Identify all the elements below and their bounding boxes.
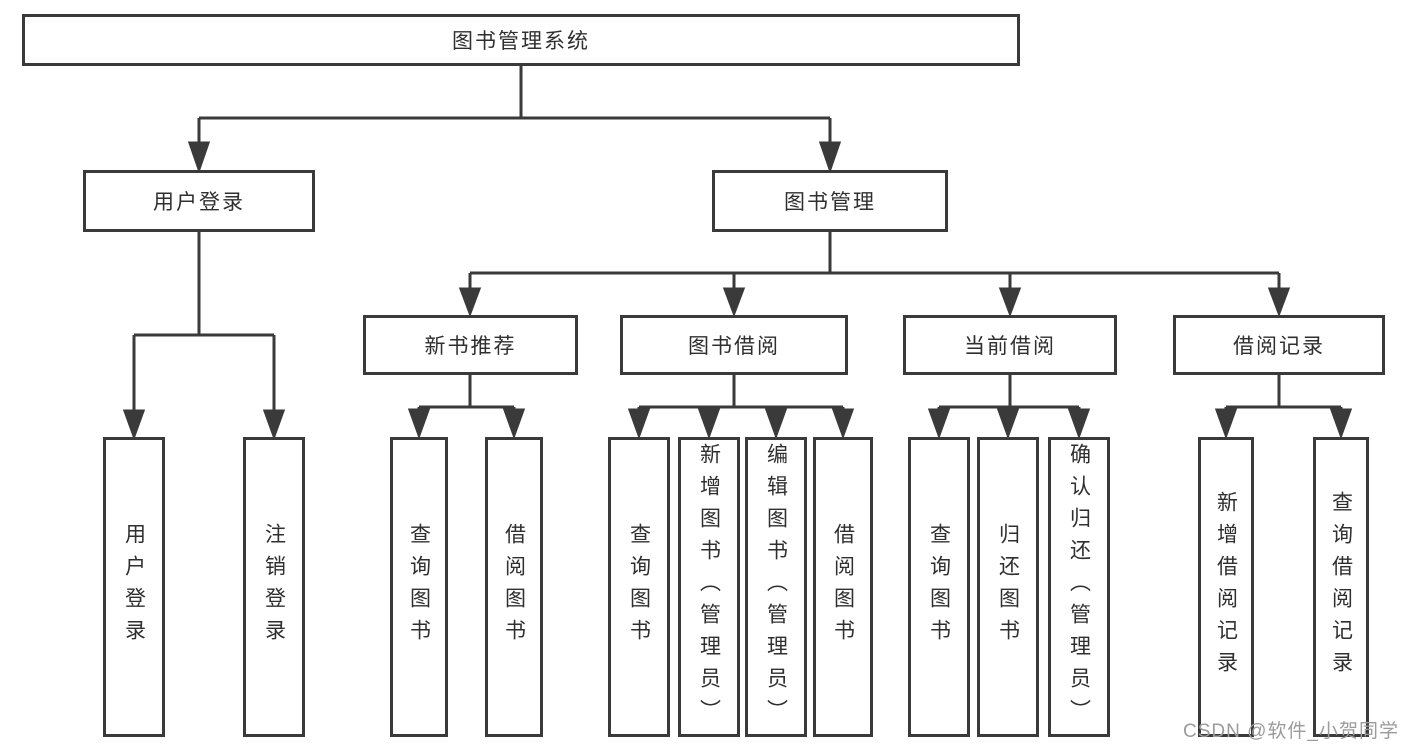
leaf-user-login: 用户登录 xyxy=(103,437,165,737)
arrowhead-rec-borrow xyxy=(502,408,526,440)
connector-book-borrow-children xyxy=(637,375,845,411)
leaf-current-return-books: 归还图书 xyxy=(977,437,1039,737)
leaf-borrow-borrow-books-label: 借阅图书 xyxy=(831,523,855,651)
leaf-current-confirm-return-admin: 确认归还（管理员） xyxy=(1048,437,1110,737)
node-book-management: 图书管理 xyxy=(712,170,948,232)
arrowhead-cur-confirm xyxy=(1067,408,1091,440)
arrowhead-book-mgmt xyxy=(818,141,842,174)
connector-current-borrow-children xyxy=(937,375,1081,411)
node-current-borrowing: 当前借阅 xyxy=(903,315,1117,375)
leaf-records-add-record-label: 新增借阅记录 xyxy=(1214,491,1238,683)
leaf-records-query-record: 查询借阅记录 xyxy=(1313,437,1369,737)
leaf-borrow-add-books-admin: 新增图书（管理员） xyxy=(678,437,740,737)
arrowhead-current-borrow xyxy=(998,287,1022,318)
leaf-user-login-label: 用户登录 xyxy=(122,523,146,651)
leaf-current-query-books: 查询图书 xyxy=(908,437,970,737)
arrowhead-new-book-rec xyxy=(458,287,482,318)
connector-borrow-records-children xyxy=(1224,375,1343,411)
node-book-borrowing-label: 图书借阅 xyxy=(688,335,780,358)
arrowhead-bor-query xyxy=(627,408,651,440)
node-borrowing-records: 借阅记录 xyxy=(1173,315,1385,375)
arrowhead-rec-query xyxy=(407,408,431,440)
arrowhead-leaf-user-login xyxy=(122,409,146,441)
leaf-records-query-record-label: 查询借阅记录 xyxy=(1329,491,1353,683)
connector-new-book-rec-children xyxy=(417,375,516,411)
node-book-management-label: 图书管理 xyxy=(784,191,876,214)
node-borrowing-records-label: 借阅记录 xyxy=(1233,335,1325,358)
node-user-login: 用户登录 xyxy=(83,170,315,232)
connector-book-mgmt-children xyxy=(468,232,1281,290)
leaf-rec-borrow-books-label: 借阅图书 xyxy=(502,523,526,651)
leaf-current-query-books-label: 查询图书 xyxy=(927,523,951,651)
node-current-borrowing-label: 当前借阅 xyxy=(964,335,1056,358)
leaf-rec-borrow-books: 借阅图书 xyxy=(485,437,543,737)
leaf-current-return-books-label: 归还图书 xyxy=(996,523,1020,651)
arrowhead-leaf-logout xyxy=(262,409,286,441)
leaf-borrow-query-books-label: 查询图书 xyxy=(627,523,651,651)
node-new-book-recommend-label: 新书推荐 xyxy=(424,335,517,358)
node-root-system: 图书管理系统 xyxy=(22,14,1020,66)
leaf-logout-login: 注销登录 xyxy=(243,437,305,737)
leaf-borrow-borrow-books: 借阅图书 xyxy=(813,437,873,737)
leaf-borrow-edit-books-admin-label: 编辑图书（管理员） xyxy=(764,443,788,731)
node-new-book-recommend: 新书推荐 xyxy=(363,315,578,375)
arrowhead-user-login xyxy=(187,141,211,174)
arrowhead-cur-return xyxy=(996,408,1020,440)
leaf-rec-query-books: 查询图书 xyxy=(390,437,448,737)
arrowhead-hist-query xyxy=(1329,408,1353,440)
arrowhead-bor-edit xyxy=(764,408,788,440)
connector-user-login-children xyxy=(132,232,276,412)
arrowhead-bor-add xyxy=(697,408,721,440)
leaf-records-add-record: 新增借阅记录 xyxy=(1198,437,1254,737)
arrowhead-borrow-records xyxy=(1267,287,1291,318)
leaf-borrow-add-books-admin-label: 新增图书（管理员） xyxy=(697,443,721,731)
leaf-rec-query-books-label: 查询图书 xyxy=(407,523,431,651)
arrowhead-book-borrow xyxy=(722,287,746,318)
leaf-borrow-query-books: 查询图书 xyxy=(608,437,670,737)
node-root-system-label: 图书管理系统 xyxy=(452,30,590,53)
csdn-watermark: CSDN @软件_小贺同学 xyxy=(1183,721,1399,742)
node-book-borrowing: 图书借阅 xyxy=(620,315,848,375)
arrowhead-hist-add xyxy=(1214,408,1238,440)
arrowhead-bor-borrow xyxy=(831,408,855,440)
connector-root-to-level2 xyxy=(197,66,832,144)
leaf-current-confirm-return-admin-label: 确认归还（管理员） xyxy=(1067,443,1091,731)
leaf-logout-login-label: 注销登录 xyxy=(262,523,286,651)
leaf-borrow-edit-books-admin: 编辑图书（管理员） xyxy=(745,437,807,737)
node-user-login-label: 用户登录 xyxy=(153,191,245,214)
arrowhead-cur-query xyxy=(927,408,951,440)
